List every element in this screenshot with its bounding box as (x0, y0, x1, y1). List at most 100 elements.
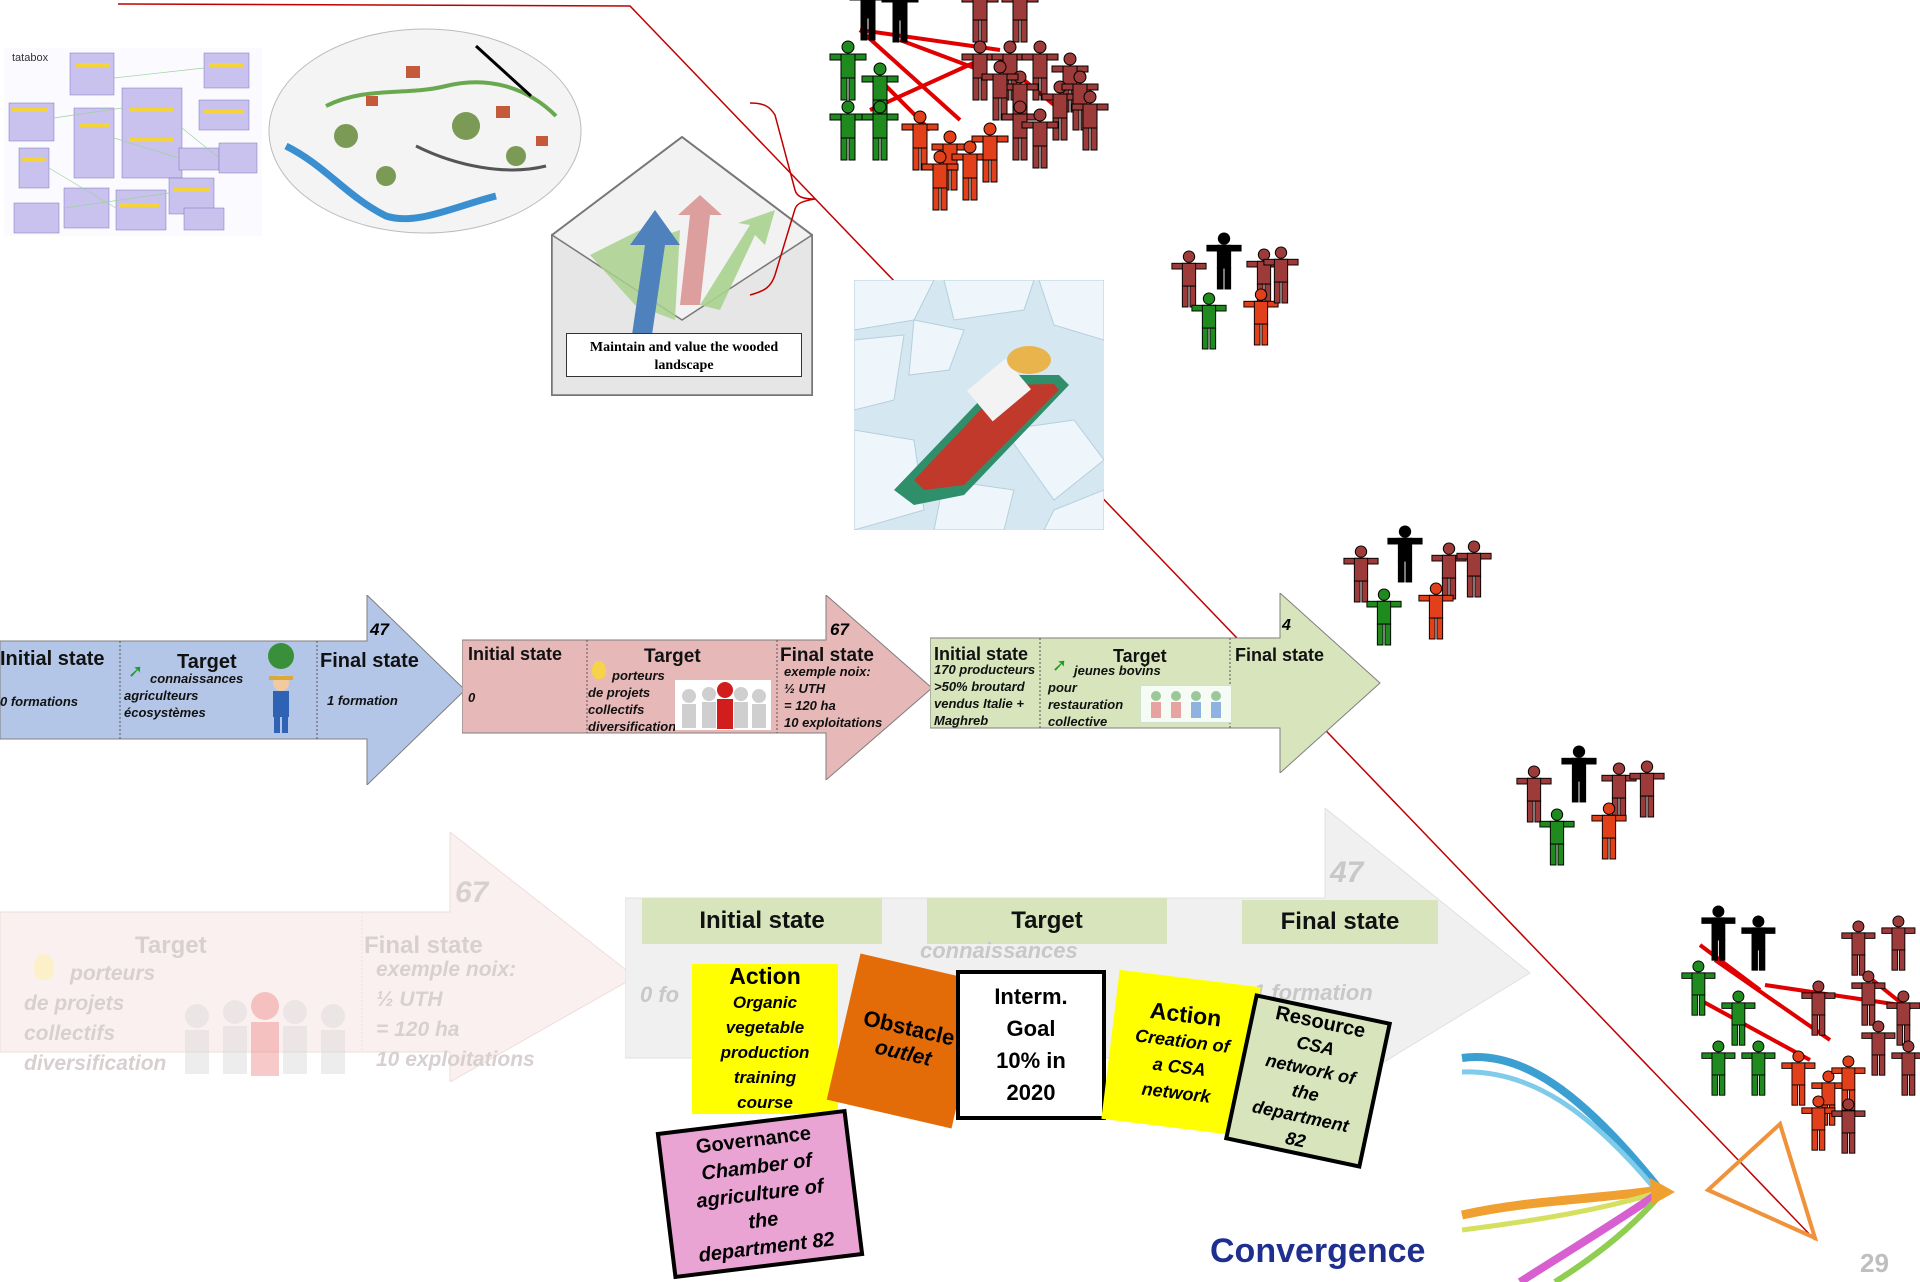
target-item: jeunes bovins (1074, 663, 1161, 678)
initial-label: Initial state (468, 644, 563, 664)
convergence-arrows (1461, 1053, 1675, 1282)
person-icon (1243, 288, 1279, 346)
count-label: 47 (1330, 856, 1364, 889)
person-icon (829, 40, 867, 101)
final-label: Final state (364, 932, 483, 959)
target-header: Target (927, 898, 1167, 944)
count-label: 4 (1282, 617, 1291, 634)
person-icon (1191, 292, 1227, 350)
final-item: = 120 ha (376, 1018, 460, 1041)
card-line: Organic (732, 993, 798, 1012)
target-item: connaissances (150, 671, 244, 686)
person-icon (1561, 745, 1597, 803)
person-icon (1701, 905, 1736, 961)
target-item: pour (1048, 680, 1077, 695)
convergence-label: Convergence (1210, 1232, 1426, 1270)
page-number: 29 (1860, 1248, 1889, 1278)
final-item: 10 exploitations (784, 715, 883, 730)
target-item: de projets (24, 992, 125, 1015)
target-item: agriculteurs (124, 688, 199, 703)
person-icon (1861, 1020, 1896, 1076)
person-icon (1801, 980, 1836, 1036)
lightbulb-icon (34, 954, 54, 980)
target-label: Target (644, 646, 701, 667)
person-icon (1841, 920, 1876, 976)
person-icon (1591, 802, 1627, 860)
person-icon (1741, 1040, 1776, 1096)
final-label: Final state (1235, 645, 1325, 665)
lightbulb-icon (592, 661, 606, 679)
person-icon (1721, 990, 1756, 1046)
person-icon (1041, 80, 1079, 141)
person-icon (1831, 1098, 1866, 1154)
state-arrow-2: Initial state Target Final state 67 0 po… (462, 595, 937, 780)
person-icon (1881, 915, 1916, 971)
person-icon (861, 100, 899, 161)
target-item: de projets (588, 685, 651, 700)
final-item: ½ UTH (376, 988, 443, 1011)
person-icon (1456, 540, 1492, 598)
final-item: 10 exploitations (376, 1048, 535, 1071)
card-line: vegetable (725, 1018, 805, 1037)
person-icon (1071, 90, 1109, 151)
final-header: Final state (1242, 900, 1438, 944)
initial-item: 170 producteurs (934, 662, 1036, 677)
card-line: 82 (1283, 1127, 1308, 1152)
final-value: 1 formation (327, 693, 398, 708)
children-image (1140, 685, 1232, 723)
final-item: = 120 ha (784, 698, 836, 713)
farmer-icon (265, 673, 297, 735)
count-label: 67 (455, 876, 489, 909)
target-up-arrow-icon: ➚ (1052, 655, 1068, 675)
initial-value: 0 formations (0, 694, 79, 709)
final-item: exemple noix: (784, 664, 871, 679)
card-line: production (720, 1043, 810, 1062)
initial-value: 0 (468, 690, 476, 705)
person-icon (1629, 760, 1665, 818)
person-icon (1206, 232, 1242, 290)
initial-label: Initial state (0, 648, 105, 670)
target-item: écosystèmes (124, 705, 206, 720)
person-icon (1263, 246, 1299, 304)
final-item: ½ UTH (784, 681, 826, 696)
person-icon (1021, 40, 1059, 101)
state-arrow-3: Initial state Target Final state 4 170 p… (930, 593, 1385, 773)
initial-header: Initial state (642, 898, 882, 944)
person-icon (1701, 1040, 1736, 1096)
envelope-label: Maintain and value the wooded landscape (566, 333, 802, 377)
network-diagram-thumbnail: tatabox (4, 48, 262, 236)
target-label: Target (1113, 646, 1167, 666)
target-label: Target (177, 651, 237, 673)
arrow-shape (0, 595, 466, 785)
person-icon (849, 0, 887, 41)
target-item: diversification (24, 1052, 167, 1075)
person-icon (1418, 582, 1454, 640)
faded-target-text: connaissances (920, 938, 1078, 963)
person-icon (829, 100, 867, 161)
faded-arrow: 67 Target Final state porteurs de projet… (0, 832, 640, 1082)
person-icon (1001, 0, 1039, 43)
person-icon (921, 150, 959, 211)
card-line: training (733, 1068, 797, 1087)
person-icon (1431, 542, 1467, 600)
faded-initial-text: 0 fo (640, 982, 680, 1007)
initial-item: Maghreb (934, 713, 989, 728)
person-icon (951, 140, 989, 201)
person-icon (1886, 990, 1920, 1046)
person-icon (1343, 545, 1379, 603)
final-item: exemple noix: (376, 958, 517, 981)
target-item: collectifs (24, 1022, 116, 1045)
target-triangle-icon (1704, 1120, 1819, 1242)
icebreaker-photo (854, 280, 1104, 530)
count-label: 47 (370, 620, 389, 639)
territory-map-thumbnail (266, 26, 584, 236)
person-icon (971, 122, 1009, 183)
person-icon (1891, 1040, 1920, 1096)
card-line: Goal (1006, 1016, 1056, 1041)
team-leader-image (175, 988, 355, 1078)
target-item: collective (1048, 714, 1108, 729)
initial-item: >50% broutard (934, 679, 1025, 694)
card-line: course (737, 1093, 793, 1112)
governance-card: Governance Chamber of agriculture of the… (655, 1108, 865, 1280)
card-title: Action (729, 963, 801, 989)
